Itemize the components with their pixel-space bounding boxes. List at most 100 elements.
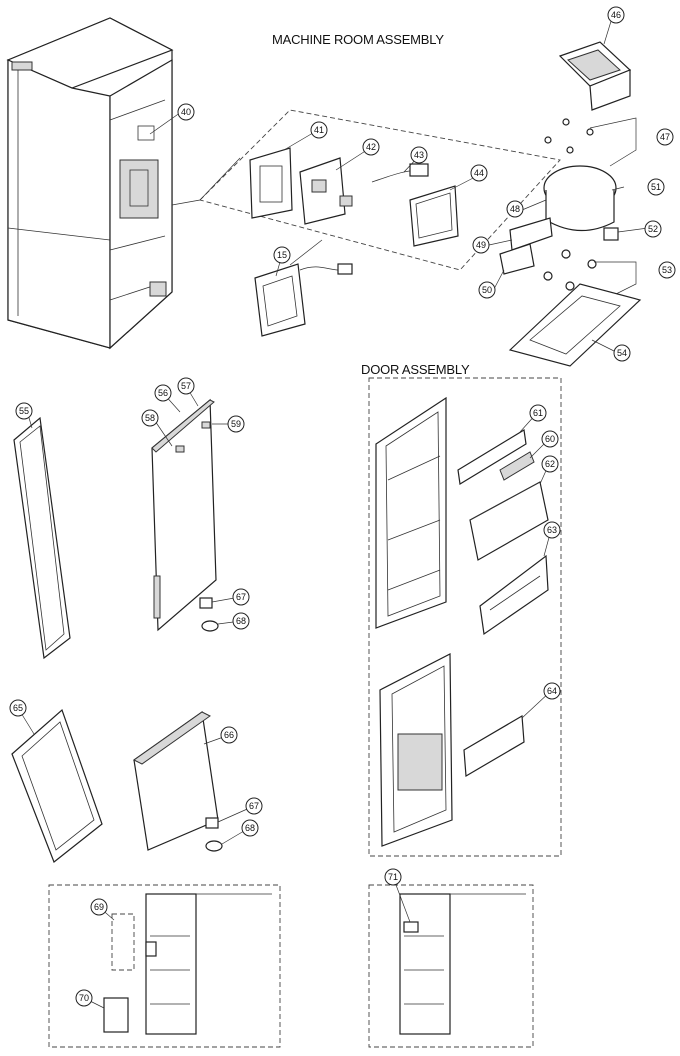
callout-56: 56 (154, 384, 172, 402)
callout-70-text: 70 (79, 993, 89, 1003)
part-15-inverter-box (254, 263, 353, 337)
callout-56-text: 56 (158, 388, 168, 398)
part-47-screws (544, 117, 637, 167)
callout-42: 42 (362, 138, 380, 156)
callout-63: 63 (543, 521, 561, 539)
callout-61-text: 61 (533, 408, 543, 418)
callout-58-text: 58 (145, 413, 155, 423)
part-60-shelf (499, 451, 535, 481)
callout-67-upper-text: 67 (236, 592, 246, 602)
callout-64: 64 (543, 682, 561, 700)
callout-53-text: 53 (662, 265, 672, 275)
callout-41: 41 (310, 121, 328, 139)
callout-46-text: 46 (611, 10, 621, 20)
part-46-unit (558, 41, 632, 111)
callout-62-text: 62 (545, 459, 555, 469)
callout-67-lower: 67 (245, 797, 263, 815)
callout-51-text: 51 (651, 182, 661, 192)
callout-40: 40 (177, 103, 195, 121)
callout-66: 66 (220, 726, 238, 744)
callout-47: 47 (656, 128, 674, 146)
part-53-mounts (543, 249, 637, 297)
callout-68-lower: 68 (241, 819, 259, 837)
callout-40-text: 40 (181, 107, 191, 117)
part-50-base (499, 243, 535, 275)
door-upper-liner (375, 396, 447, 629)
callout-53: 53 (658, 261, 676, 279)
cabinet-section-left (145, 893, 272, 1035)
part-44-cover (409, 185, 459, 247)
callout-67-lower-text: 67 (249, 801, 259, 811)
callout-71: 71 (384, 868, 402, 886)
callout-46: 46 (607, 6, 625, 24)
callout-50: 50 (478, 281, 496, 299)
machine-room-boundary (199, 109, 561, 271)
part-41-bracket (249, 147, 293, 219)
callout-15-text: 15 (277, 250, 287, 260)
callout-49: 49 (472, 236, 490, 254)
callout-57: 57 (177, 377, 195, 395)
part-69-label (111, 913, 157, 971)
part-62-drawer (469, 481, 549, 561)
callout-48-text: 48 (510, 204, 520, 214)
part-61-bin (457, 429, 527, 485)
callout-66-text: 66 (224, 730, 234, 740)
callout-68-upper: 68 (232, 612, 250, 630)
callout-42-text: 42 (366, 142, 376, 152)
callout-52: 52 (644, 220, 662, 238)
callout-15: 15 (273, 246, 291, 264)
part-55-gasket (13, 416, 71, 660)
part-63-basket (479, 554, 549, 636)
callout-65-text: 65 (13, 703, 23, 713)
callout-51: 51 (647, 178, 665, 196)
callout-43-text: 43 (414, 150, 424, 160)
callout-64-text: 64 (547, 686, 557, 696)
callout-71-text: 71 (388, 872, 398, 882)
callout-41-text: 41 (314, 125, 324, 135)
callout-61: 61 (529, 404, 547, 422)
callout-58: 58 (141, 409, 159, 427)
callout-43: 43 (410, 146, 428, 164)
part-67-hinge-b (205, 817, 219, 829)
lower-left-detail-boundary (48, 884, 281, 1048)
callout-55: 55 (15, 402, 33, 420)
callout-59-text: 59 (231, 419, 241, 429)
part-43-power-cord (371, 163, 429, 183)
machine-room-assembly-title: MACHINE ROOM ASSEMBLY (272, 32, 444, 47)
callout-48: 48 (506, 200, 524, 218)
part-67-hinge-a (199, 597, 213, 609)
part-65-gasket (11, 708, 103, 863)
part-52-valve (603, 227, 619, 241)
callout-54: 54 (613, 344, 631, 362)
callout-47-text: 47 (660, 132, 670, 142)
door-lower-liner (379, 653, 453, 847)
callout-60-text: 60 (545, 434, 555, 444)
cabinet-section-right (399, 893, 526, 1035)
lower-right-detail-boundary (368, 884, 534, 1048)
callout-68-lower-text: 68 (245, 823, 255, 833)
callout-68-upper-text: 68 (236, 616, 246, 626)
part-70-panel (103, 997, 129, 1033)
part-51-compressor (543, 165, 617, 232)
part-66-lower-door (133, 710, 219, 851)
callout-67-upper: 67 (232, 588, 250, 606)
callout-55-text: 55 (19, 406, 29, 416)
part-68-hinge-cap-a (201, 620, 219, 632)
callout-65: 65 (9, 699, 27, 717)
part-68-hinge-cap-b (205, 840, 223, 852)
callout-49-text: 49 (476, 240, 486, 250)
callout-57-text: 57 (181, 381, 191, 391)
callout-69-text: 69 (94, 902, 104, 912)
door-assembly-title: DOOR ASSEMBLY (361, 362, 470, 377)
callout-70: 70 (75, 989, 93, 1007)
part-42-control-board (299, 157, 353, 225)
part-49-pipe (509, 217, 553, 251)
callout-60: 60 (541, 430, 559, 448)
callout-63-text: 63 (547, 525, 557, 535)
callout-50-text: 50 (482, 285, 492, 295)
refrigerator-cabinet (6, 17, 174, 350)
callout-44: 44 (470, 164, 488, 182)
callout-52-text: 52 (648, 224, 658, 234)
part-54-base-tray (508, 283, 642, 367)
callout-62: 62 (541, 455, 559, 473)
